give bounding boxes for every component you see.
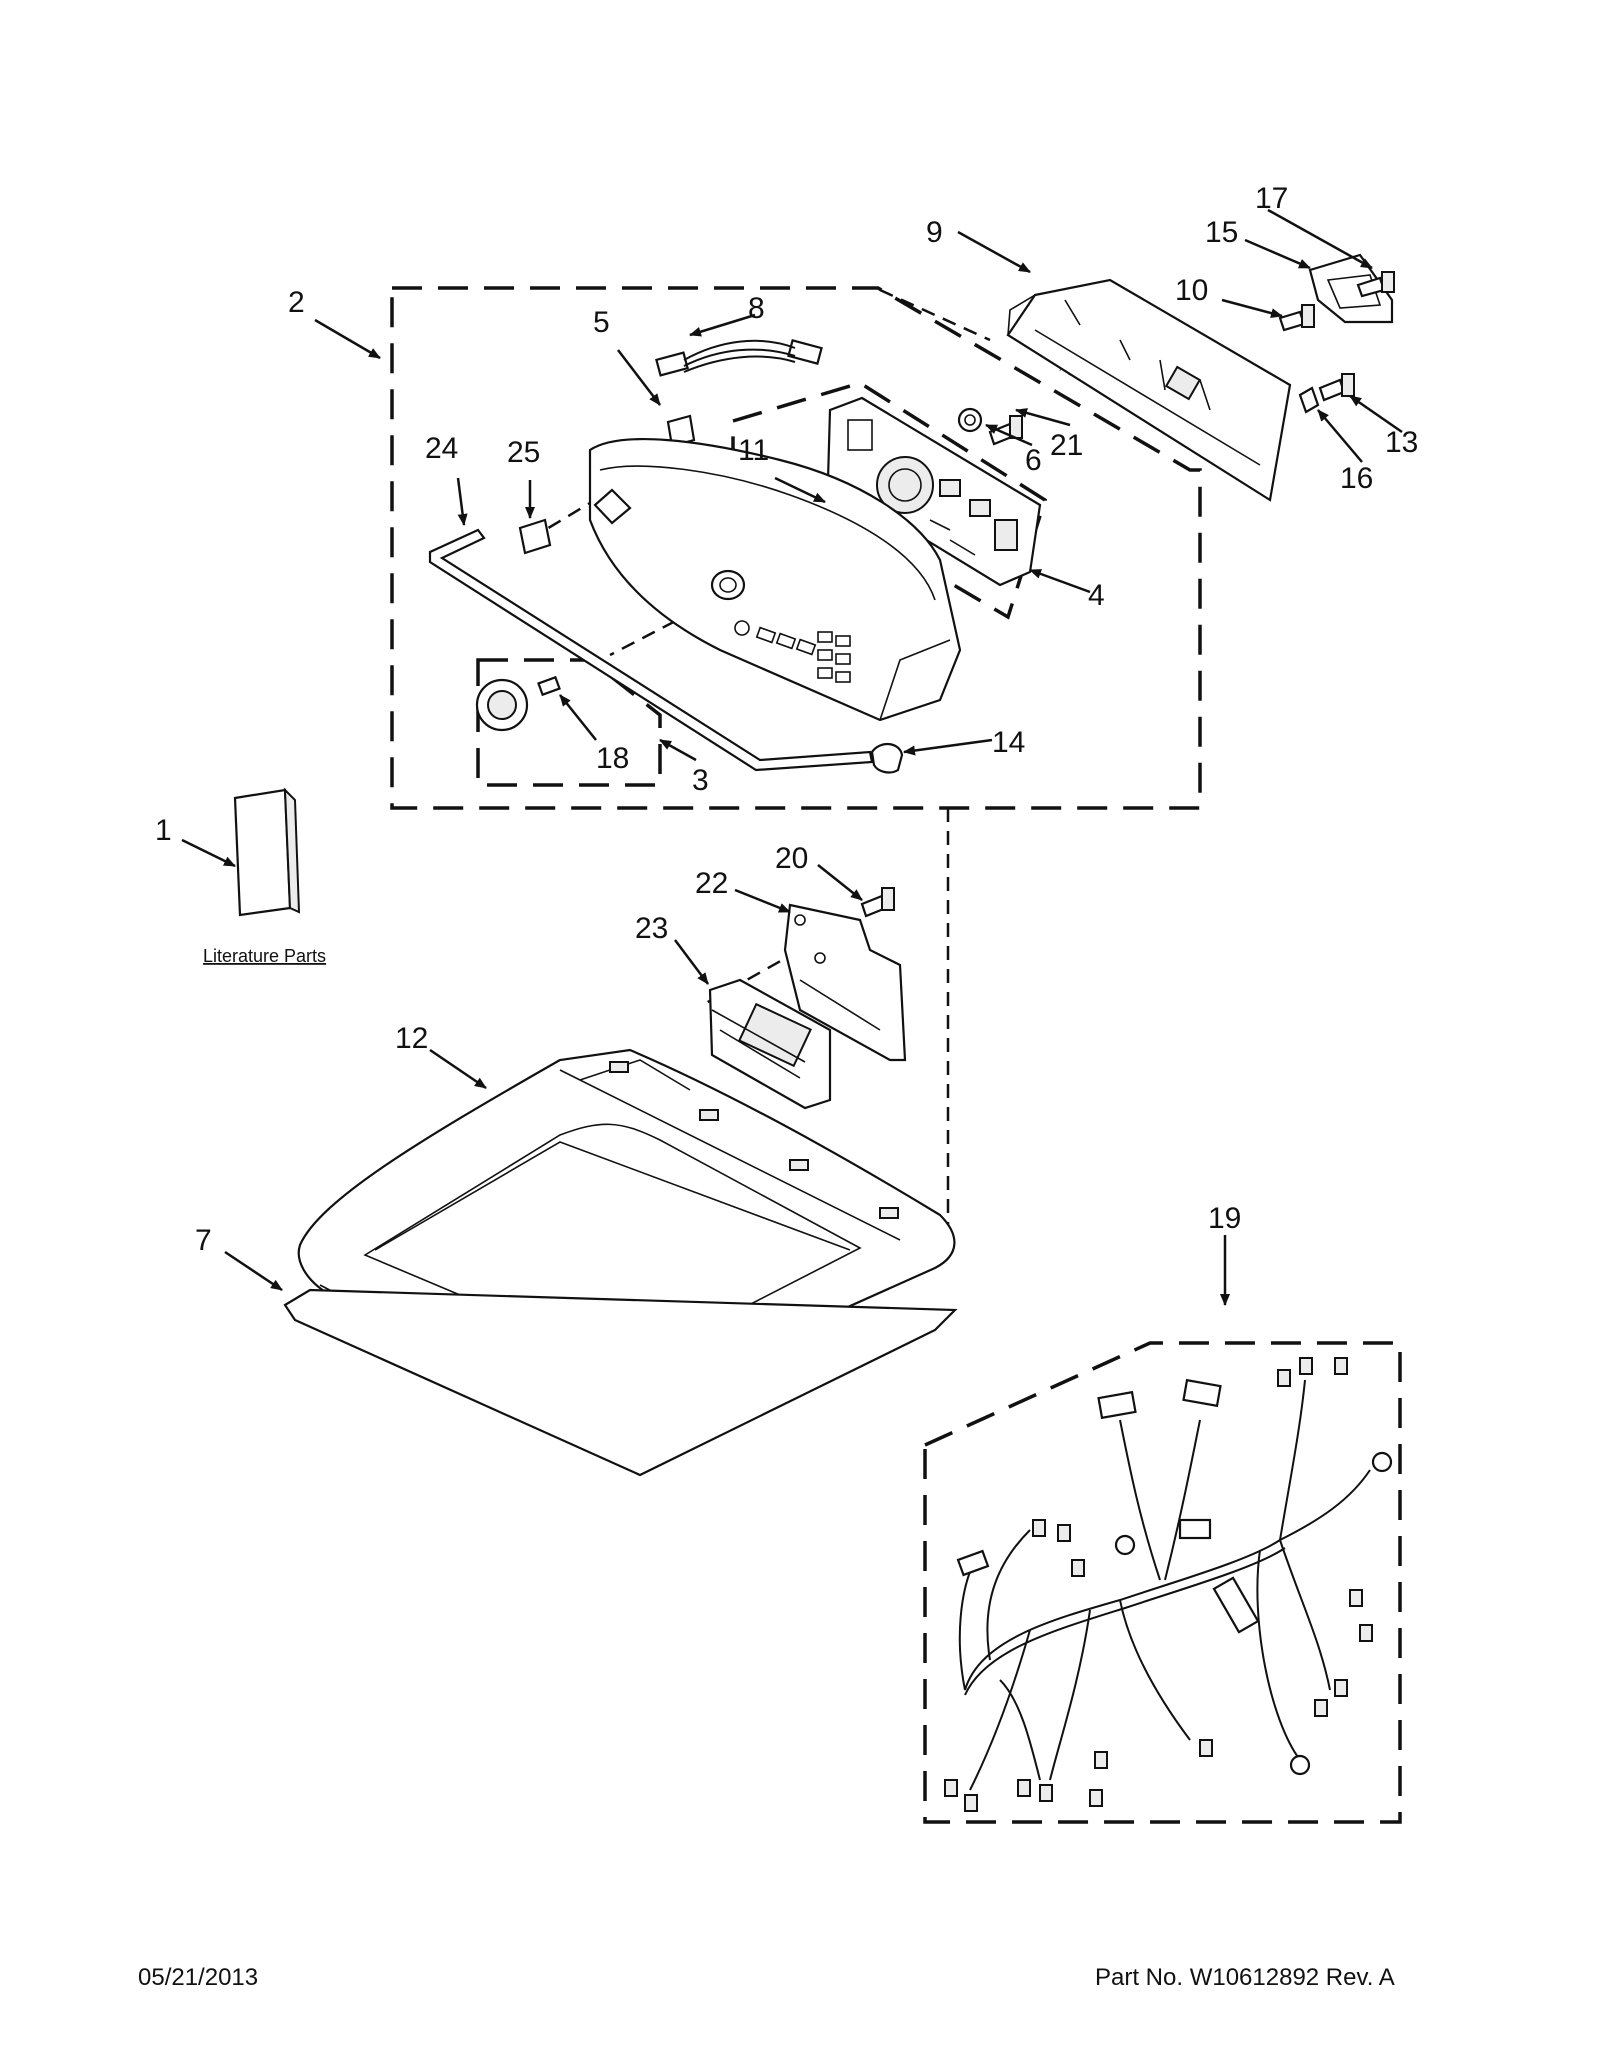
callout-arrows bbox=[181, 208, 1403, 1306]
callout-21: 21 bbox=[1050, 429, 1083, 462]
callout-15: 15 bbox=[1205, 216, 1238, 249]
clip-16 bbox=[1298, 386, 1320, 414]
pad-7 bbox=[283, 1288, 958, 1477]
callout-1: 1 bbox=[155, 814, 172, 847]
callout-7: 7 bbox=[195, 1224, 212, 1257]
callout-12: 12 bbox=[395, 1022, 428, 1055]
mounting-bracket-22 bbox=[783, 903, 907, 1062]
nut-6 bbox=[957, 407, 983, 433]
callout-13: 13 bbox=[1385, 426, 1418, 459]
callout-25: 25 bbox=[507, 436, 540, 469]
literature-book bbox=[233, 787, 301, 917]
small-electronic-module bbox=[1308, 253, 1394, 324]
wire-harness-group-box bbox=[923, 1341, 1402, 1824]
footer-date: 05/21/2013 bbox=[138, 1964, 258, 1991]
callout-17: 17 bbox=[1255, 182, 1288, 215]
console-back-panel bbox=[1006, 278, 1292, 502]
callout-8: 8 bbox=[748, 292, 765, 325]
knob-3 bbox=[475, 675, 561, 732]
screw-20 bbox=[860, 887, 895, 918]
clip-14 bbox=[870, 743, 904, 774]
callout-14: 14 bbox=[992, 726, 1025, 759]
callout-20: 20 bbox=[775, 842, 808, 875]
console-group-box bbox=[390, 286, 1202, 810]
callout-10: 10 bbox=[1175, 274, 1208, 307]
overlay-25 bbox=[518, 518, 552, 555]
knob-leader bbox=[609, 598, 717, 657]
control-board bbox=[826, 396, 1042, 587]
callout-23: 23 bbox=[635, 912, 668, 945]
screw-13 bbox=[1318, 373, 1355, 402]
callout-24: 24 bbox=[425, 432, 458, 465]
callout-16: 16 bbox=[1340, 462, 1373, 495]
wire-harness-8 bbox=[655, 339, 823, 377]
callout-4: 4 bbox=[1088, 579, 1105, 612]
callout-19: 19 bbox=[1208, 1202, 1241, 1235]
callout-labels: 2 5 8 9 17 15 10 13 16 21 6 11 4 24 25 1… bbox=[155, 182, 1418, 1257]
callout-2: 2 bbox=[288, 286, 305, 319]
footer-part-number: Part No. W10612892 Rev. A bbox=[1095, 1964, 1395, 1991]
connector-5 bbox=[666, 414, 696, 448]
callout-18: 18 bbox=[596, 742, 629, 775]
screw-10 bbox=[1278, 304, 1315, 332]
trim-strip-24 bbox=[428, 528, 874, 772]
callout-3: 3 bbox=[692, 764, 709, 797]
callout-22: 22 bbox=[695, 867, 728, 900]
literature-parts-label: Literature Parts bbox=[203, 946, 326, 966]
callout-9: 9 bbox=[926, 216, 943, 249]
screw-17 bbox=[1356, 271, 1395, 298]
callout-5: 5 bbox=[593, 306, 610, 339]
harness-leader bbox=[879, 288, 991, 342]
knob-group-box bbox=[476, 658, 662, 787]
machine-control-module-23 bbox=[708, 978, 832, 1110]
callout-11: 11 bbox=[738, 434, 769, 467]
callout-6: 6 bbox=[1025, 444, 1042, 477]
main-wire-harness-19 bbox=[944, 1357, 1393, 1812]
console-body bbox=[588, 438, 962, 722]
board-mount-leader bbox=[705, 948, 801, 1005]
